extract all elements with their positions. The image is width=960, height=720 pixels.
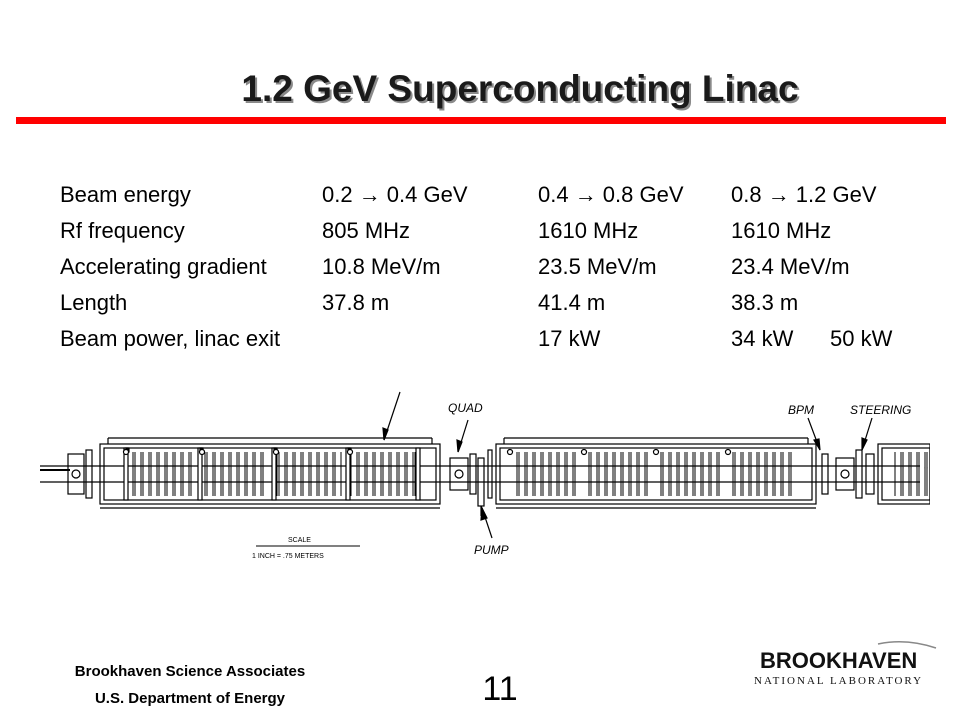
- org-line-1: Brookhaven Science Associates: [74, 663, 306, 680]
- title-rule: [16, 117, 946, 124]
- pump-label: PUMP: [474, 543, 509, 557]
- cell-value: 1610 MHz: [538, 218, 639, 243]
- bpm-label: BPM: [788, 403, 814, 417]
- logo-sub: NATIONAL LABORATORY: [754, 675, 923, 687]
- quad-magnet: [449, 453, 477, 495]
- slide-title: 1.2 GeV Superconducting Linac: [241, 68, 799, 109]
- cell-value: 37.8 m: [322, 290, 390, 315]
- cell-value: 50 kW: [830, 326, 893, 351]
- bpm-and-steering: [821, 449, 875, 499]
- pump-port: [477, 457, 485, 516]
- row-label: Beam power, linac exit: [60, 326, 281, 351]
- cell-value: 17 kW: [538, 326, 601, 351]
- cell-value: 0.2 → 0.4 GeV: [322, 182, 468, 207]
- arrow-icon: [382, 391, 873, 539]
- footer-org: Brookhaven Science Associates U.S. Depar…: [20, 658, 360, 712]
- steering-label: STEERING: [850, 403, 911, 417]
- cell-value: 34 kW: [731, 326, 794, 351]
- quad-label: QUAD: [448, 401, 483, 415]
- row-label: Length: [60, 290, 128, 315]
- cell-value: 41.4 m: [538, 290, 606, 315]
- cell-value: 10.8 MeV/m: [322, 254, 441, 279]
- cell-value: 38.3 m: [731, 290, 799, 315]
- cryomodule-1: [99, 437, 441, 509]
- cell-value: 23.5 MeV/m: [538, 254, 657, 279]
- cell-value: 23.4 MeV/m: [731, 254, 850, 279]
- linac-cryomodule-diagram: QUAD BPM STEERING PUMP SCALE 1 INCH = .7…: [40, 391, 930, 560]
- logo-word: BROOKHAVEN: [760, 648, 917, 673]
- row-label: Accelerating gradient: [60, 254, 267, 279]
- cell-value: 0.4 → 0.8 GeV: [538, 182, 684, 207]
- cell-value: 1610 MHz: [731, 218, 832, 243]
- brookhaven-logo: BROOKHAVEN NATIONAL LABORATORY: [754, 641, 937, 687]
- row-label: Rf frequency: [60, 218, 185, 243]
- cell-value: 805 MHz: [322, 218, 411, 243]
- cryomodule-2: [487, 437, 817, 509]
- org-line-2: U.S. Department of Energy: [94, 690, 286, 707]
- scale-text: 1 INCH = .75 METERS: [252, 553, 324, 560]
- cell-value: 0.8 → 1.2 GeV: [731, 182, 877, 207]
- row-label: Beam energy: [60, 182, 191, 207]
- cryomodule-3-partial: [877, 443, 930, 505]
- end-flange-left: [67, 449, 93, 499]
- page-number: 11: [482, 670, 518, 708]
- scale-title: SCALE: [288, 537, 311, 544]
- title-area: 1.2 GeV Superconducting Linac: [0, 0, 960, 120]
